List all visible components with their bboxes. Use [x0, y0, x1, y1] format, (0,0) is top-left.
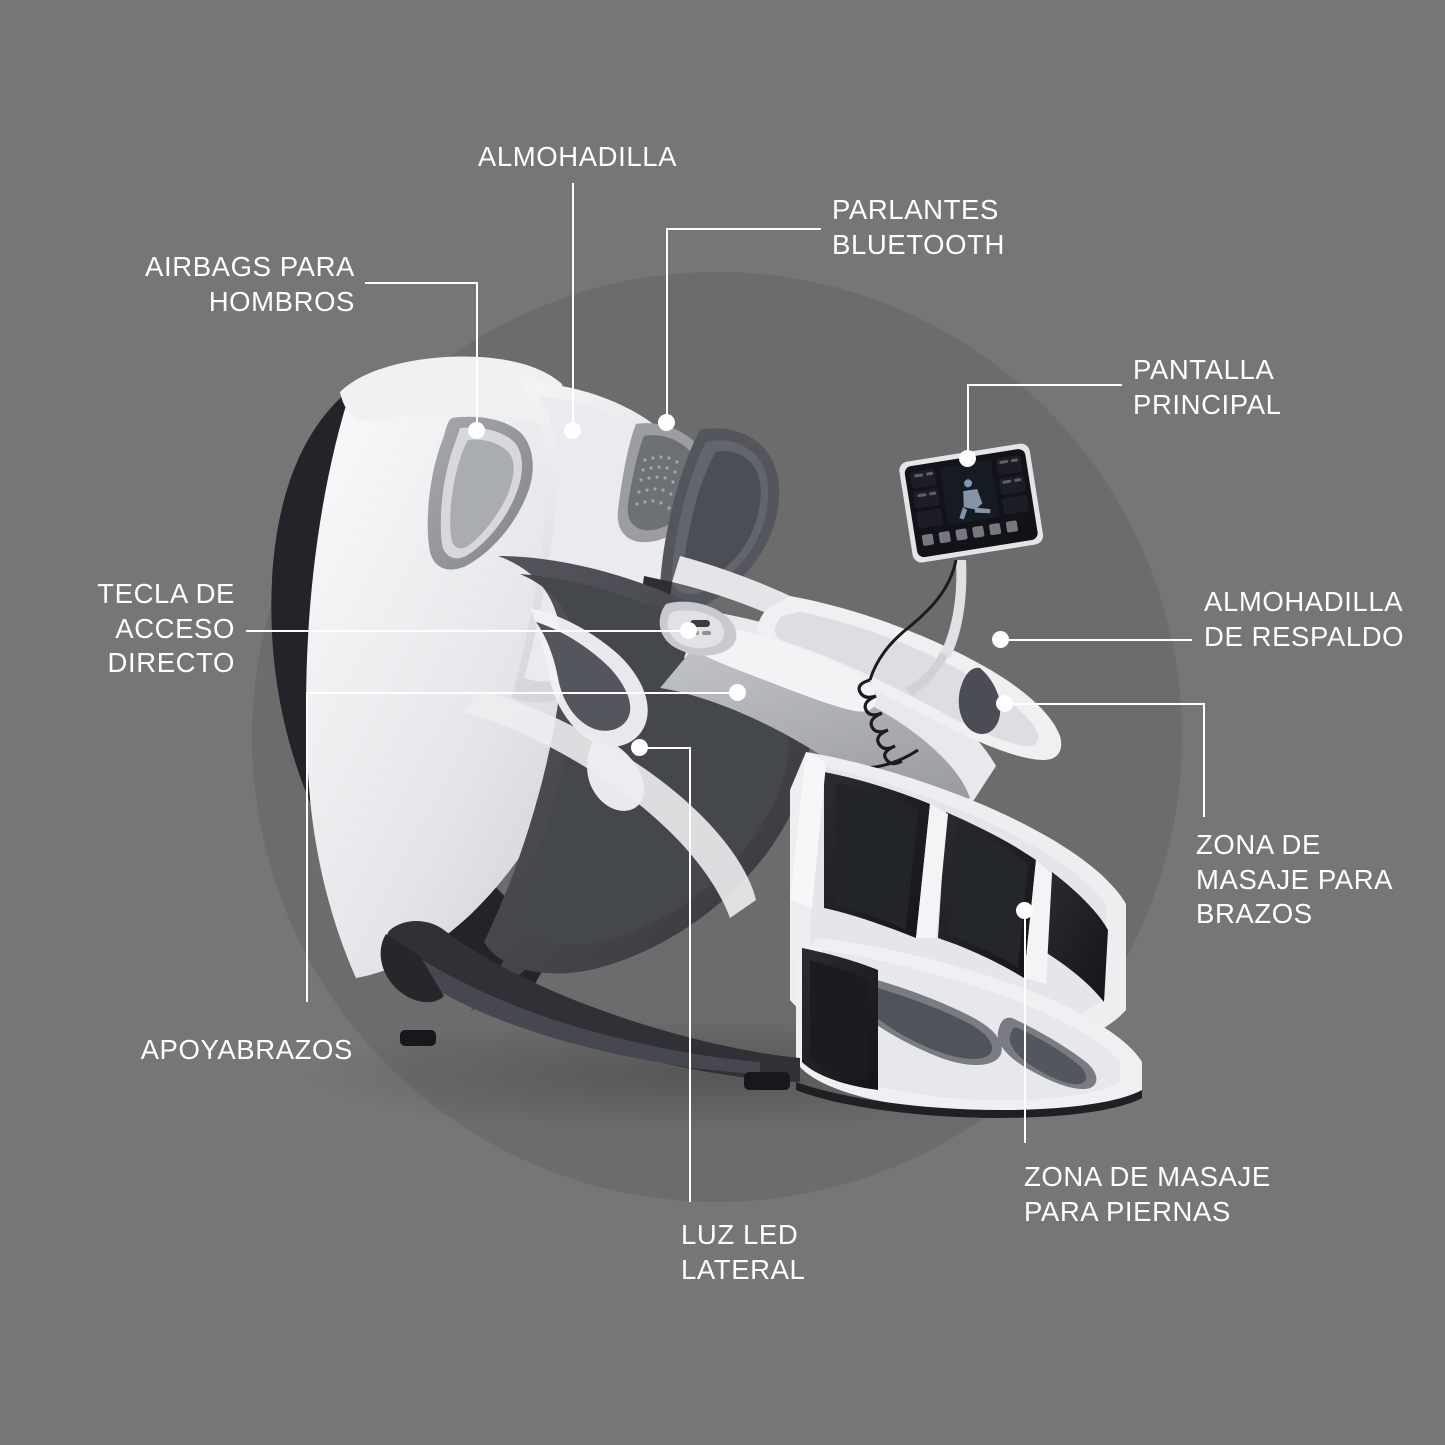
leader-line-tecla	[246, 630, 688, 632]
leader-dot-almohadilla	[564, 422, 581, 439]
callout-luz-led-lateral: LUZ LED LATERAL	[681, 1219, 806, 1285]
leader-dot-parlantes	[658, 414, 675, 431]
leader-dot-brazos	[996, 695, 1013, 712]
leader-dot-luzled	[631, 739, 648, 756]
leader-line-airbags-h	[365, 282, 478, 284]
leader-dot-apoyabrazos	[729, 684, 746, 701]
leader-line-brazos-h	[1008, 703, 1203, 705]
callout-almohadilla: ALMOHADILLA	[477, 141, 678, 172]
leader-line-respaldo	[1000, 639, 1192, 641]
leader-line-luzled-h	[643, 747, 691, 749]
leader-line-luzled-v	[689, 747, 691, 1202]
leader-dot-respaldo	[992, 631, 1009, 648]
leader-line-apoyabrazos-h	[306, 692, 739, 694]
leader-line-apoyabrazos-v	[306, 692, 308, 1002]
leader-dot-piernas	[1016, 902, 1033, 919]
callout-parlantes-bluetooth: PARLANTES BLUETOOTH	[832, 194, 1005, 260]
callout-zona-de-masaje-para-brazos: ZONA DE MASAJE PARA BRAZOS	[1196, 829, 1394, 930]
background-circle	[252, 272, 1182, 1202]
leader-line-piernas	[1024, 915, 1026, 1143]
callout-almohadilla-de-respaldo: ALMOHADILLA DE RESPALDO	[1204, 586, 1405, 652]
callout-tecla-de-acceso-directo: TECLA DE ACCESO DIRECTO	[97, 578, 235, 679]
leader-line-brazos-v	[1203, 703, 1205, 817]
leader-line-pantalla-h	[967, 384, 1122, 386]
leader-line-parlantes-v	[666, 228, 668, 422]
leader-dot-pantalla	[959, 450, 976, 467]
callout-pantalla-principal: PANTALLA PRINCIPAL	[1133, 354, 1282, 420]
callout-zona-de-masaje-para-piernas: ZONA DE MASAJE PARA PIERNAS	[1024, 1161, 1271, 1227]
leader-line-pantalla-v	[967, 384, 969, 458]
leader-dot-airbags	[468, 422, 485, 439]
leader-line-almohadilla	[572, 183, 574, 428]
callout-apoyabrazos: APOYABRAZOS	[140, 1034, 353, 1065]
leader-dot-tecla	[680, 622, 697, 639]
callout-airbags-para-hombros: AIRBAGS PARA HOMBROS	[145, 251, 355, 317]
leader-line-parlantes-h	[666, 228, 821, 230]
leader-line-airbags-v	[476, 282, 478, 430]
